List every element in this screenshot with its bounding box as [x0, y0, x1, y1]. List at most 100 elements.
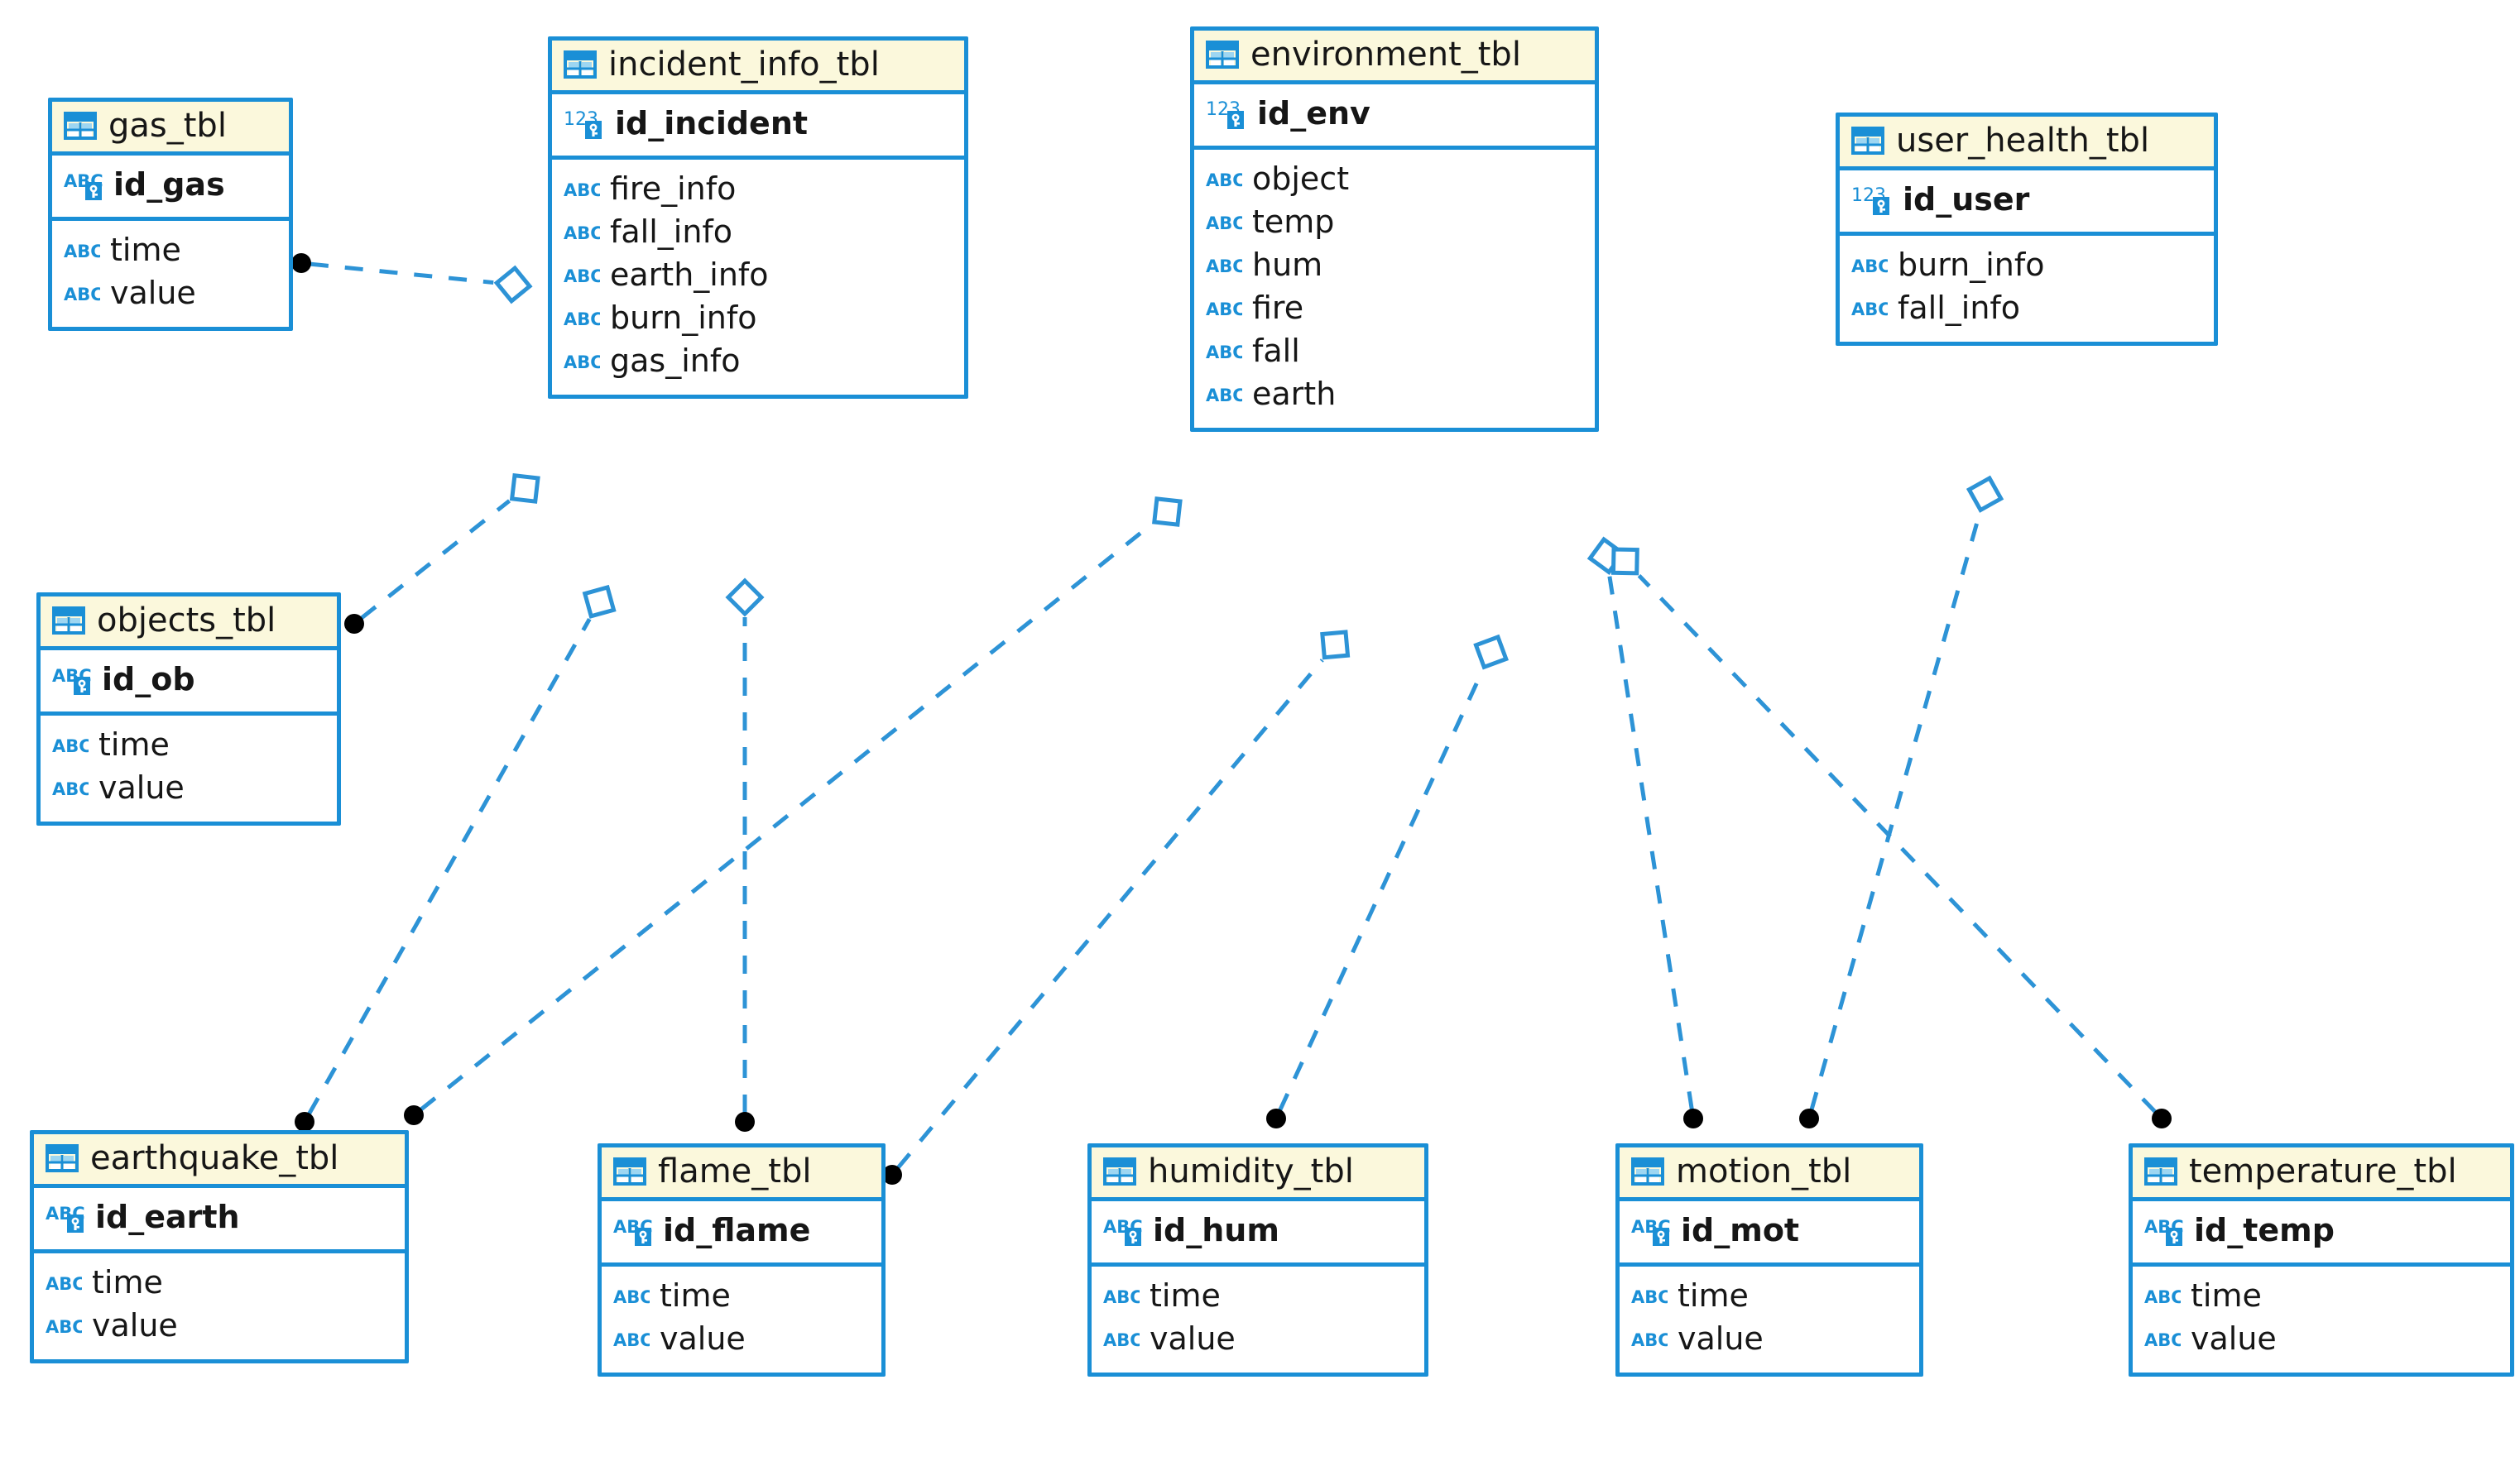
table-header-flame_tbl[interactable]: flame_tbl	[602, 1147, 881, 1201]
columns-section: ABC time ABC value	[41, 716, 337, 822]
table-name: earthquake_tbl	[90, 1139, 339, 1177]
column-row[interactable]: ABC time	[52, 724, 325, 767]
entity-table-flame_tbl[interactable]: flame_tbl ABC id_flame ABC time ABC valu…	[598, 1143, 886, 1377]
table-header-humidity_tbl[interactable]: humidity_tbl	[1092, 1147, 1424, 1201]
primary-key-row[interactable]: ABC id_hum	[1103, 1210, 1413, 1253]
columns-section: ABC time ABC value	[34, 1253, 405, 1359]
table-header-motion_tbl[interactable]: motion_tbl	[1620, 1147, 1919, 1201]
column-row[interactable]: ABC value	[64, 272, 277, 315]
entity-table-motion_tbl[interactable]: motion_tbl ABC id_mot ABC time ABC value	[1615, 1143, 1923, 1377]
table-header-objects_tbl[interactable]: objects_tbl	[41, 596, 337, 650]
table-header-incident_info_tbl[interactable]: incident_info_tbl	[552, 41, 964, 94]
column-row[interactable]: ABC value	[2144, 1318, 2498, 1361]
column-name: time	[110, 232, 181, 269]
column-row[interactable]: ABC time	[613, 1275, 870, 1318]
primary-key-row[interactable]: ABC id_flame	[613, 1210, 870, 1253]
abc-icon: ABC	[52, 733, 89, 758]
table-header-user_health_tbl[interactable]: user_health_tbl	[1840, 117, 2214, 170]
target-endpoint-diamond	[509, 472, 540, 504]
table-header-temperature_tbl[interactable]: temperature_tbl	[2133, 1147, 2510, 1201]
abc-icon: ABC	[1851, 296, 1888, 321]
primary-key-row[interactable]: 123 id_env	[1206, 93, 1583, 136]
source-endpoint-dot	[2152, 1109, 2172, 1128]
relationship-earthquake_tbl-to-incident_info_tbl[interactable]	[295, 579, 622, 1132]
column-row[interactable]: ABC time	[1631, 1275, 1908, 1318]
entity-table-gas_tbl[interactable]: gas_tbl ABC id_gas ABC time ABC value	[48, 98, 293, 331]
column-row[interactable]: ABC value	[46, 1305, 393, 1348]
entity-table-incident_info_tbl[interactable]: incident_info_tbl 123 id_incident ABC fi…	[548, 36, 968, 399]
column-row[interactable]: ABC fire_info	[564, 168, 953, 211]
target-endpoint-diamond	[1473, 634, 1510, 670]
column-row[interactable]: ABC object	[1206, 158, 1583, 201]
svg-text:ABC: ABC	[1206, 386, 1242, 405]
primary-key-row[interactable]: 123 id_incident	[564, 103, 953, 146]
column-name: time	[1150, 1277, 1221, 1315]
relationship-motion_tbl-to-user_health_tbl[interactable]	[1799, 474, 2005, 1128]
abc-key-icon: ABC	[46, 1202, 85, 1234]
primary-key-row[interactable]: ABC id_mot	[1631, 1210, 1908, 1253]
column-row[interactable]: ABC fall	[1206, 330, 1583, 373]
abc-key-icon: ABC	[613, 1215, 653, 1247]
column-row[interactable]: ABC time	[1103, 1275, 1413, 1318]
abc-key-icon: ABC	[1103, 1215, 1143, 1247]
source-endpoint-dot	[404, 1105, 424, 1125]
column-row[interactable]: ABC burn_info	[1851, 244, 2202, 287]
column-row[interactable]: ABC value	[1103, 1318, 1413, 1361]
column-row[interactable]: ABC time	[46, 1262, 393, 1305]
primary-key-row[interactable]: 123 id_user	[1851, 179, 2202, 222]
column-row[interactable]: ABC temp	[1206, 201, 1583, 244]
primary-key-row[interactable]: ABC id_gas	[64, 164, 277, 207]
svg-text:ABC: ABC	[46, 1317, 82, 1337]
table-header-gas_tbl[interactable]: gas_tbl	[52, 102, 289, 156]
column-name: fire_info	[610, 170, 737, 208]
primary-key-row[interactable]: ABC id_temp	[2144, 1210, 2498, 1253]
svg-text:ABC: ABC	[1206, 343, 1242, 362]
relationship-earthquake_tbl-to-environment_tbl[interactable]	[404, 488, 1191, 1125]
relationship-temperature_tbl-to-environment_tbl[interactable]	[1602, 538, 2172, 1128]
svg-text:ABC: ABC	[613, 1287, 650, 1307]
entity-table-earthquake_tbl[interactable]: earthquake_tbl ABC id_earth ABC time ABC…	[30, 1130, 409, 1363]
relationship-objects_tbl-to-incident_info_tbl[interactable]	[344, 465, 548, 634]
column-row[interactable]: ABC earth	[1206, 373, 1583, 416]
source-endpoint-dot	[735, 1112, 755, 1132]
column-row[interactable]: ABC fire	[1206, 287, 1583, 330]
primary-key-row[interactable]: ABC id_earth	[46, 1196, 393, 1239]
source-endpoint-dot	[295, 1112, 314, 1132]
relationship-flame_tbl-to-incident_info_tbl[interactable]	[725, 577, 765, 1132]
entity-table-humidity_tbl[interactable]: humidity_tbl ABC id_hum ABC time ABC val…	[1087, 1143, 1428, 1377]
abc-icon: ABC	[564, 306, 600, 331]
column-row[interactable]: ABC gas_info	[564, 340, 953, 383]
column-row[interactable]: ABC fall_info	[1851, 287, 2202, 330]
column-row[interactable]: ABC value	[613, 1318, 870, 1361]
table-icon	[564, 50, 597, 79]
relationship-flame_tbl-to-environment_tbl[interactable]	[882, 621, 1358, 1185]
table-header-earthquake_tbl[interactable]: earthquake_tbl	[34, 1134, 405, 1188]
column-row[interactable]: ABC fall_info	[564, 211, 953, 254]
primary-key-row[interactable]: ABC id_ob	[52, 659, 325, 702]
column-row[interactable]: ABC time	[64, 229, 277, 272]
column-row[interactable]: ABC earth_info	[564, 254, 953, 297]
column-row[interactable]: ABC hum	[1206, 244, 1583, 287]
relationship-humidity_tbl-to-environment_tbl[interactable]	[1266, 630, 1513, 1128]
column-row[interactable]: ABC time	[2144, 1275, 2498, 1318]
entity-table-environment_tbl[interactable]: environment_tbl 123 id_env ABC object AB…	[1190, 26, 1599, 432]
relationship-gas_tbl-to-incident_info_tbl[interactable]	[291, 253, 533, 304]
entity-table-user_health_tbl[interactable]: user_health_tbl 123 id_user ABC burn_inf…	[1836, 113, 2218, 346]
primary-key-section: 123 id_env	[1194, 84, 1595, 150]
relationship-motion_tbl-to-environment_tbl[interactable]	[1586, 536, 1703, 1128]
svg-text:ABC: ABC	[1206, 256, 1242, 276]
primary-key-section: 123 id_incident	[552, 94, 964, 160]
entity-table-temperature_tbl[interactable]: temperature_tbl ABC id_temp ABC time ABC…	[2129, 1143, 2514, 1377]
table-header-environment_tbl[interactable]: environment_tbl	[1194, 31, 1595, 84]
target-endpoint-diamond	[1610, 547, 1639, 576]
column-row[interactable]: ABC value	[52, 767, 325, 810]
column-name: temp	[1252, 204, 1335, 241]
abc-icon: ABC	[1631, 1327, 1668, 1352]
abc-icon: ABC	[613, 1327, 650, 1352]
target-endpoint-diamond	[582, 584, 617, 619]
column-row[interactable]: ABC burn_info	[564, 297, 953, 340]
column-row[interactable]: ABC value	[1631, 1318, 1908, 1361]
table-icon	[2144, 1157, 2177, 1186]
entity-table-objects_tbl[interactable]: objects_tbl ABC id_ob ABC time ABC value	[36, 592, 341, 826]
